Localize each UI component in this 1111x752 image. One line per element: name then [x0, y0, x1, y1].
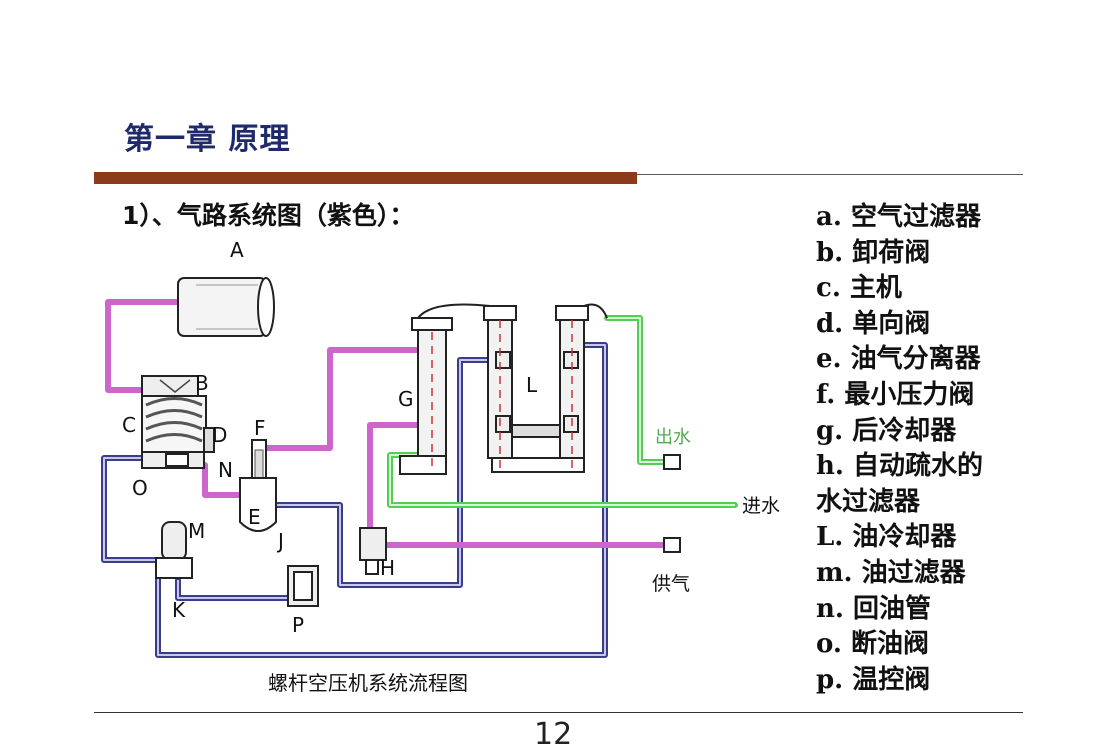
oil-cutoff-valve-component — [141, 451, 205, 469]
legend-item: d. 单向阀 — [816, 308, 931, 339]
air-supply-tap — [663, 537, 681, 553]
label-o: O — [132, 476, 148, 500]
legend-item: h. 自动疏水的 — [816, 451, 984, 482]
label-j: J — [276, 529, 284, 553]
air-filter-component — [177, 277, 275, 337]
label-c: C — [122, 413, 136, 437]
label-a: A — [230, 238, 244, 262]
oil-separator-component — [239, 477, 277, 532]
legend-item: o. 断油阀 — [816, 629, 929, 660]
drain-water-filter-component — [359, 527, 387, 575]
label-d: D — [212, 423, 227, 447]
label-f: F — [254, 416, 266, 440]
page-number: 12 — [534, 717, 573, 752]
chapter-title: 第一章 原理 — [124, 122, 291, 157]
label-k: K — [172, 598, 186, 622]
legend-list: a. 空气过滤器 b. 卸荷阀 c. 主机 d. 单向阀 e. 油气分离器 f.… — [816, 200, 983, 698]
aftercooler-component — [399, 303, 491, 475]
water-in-label: 进水 — [742, 495, 780, 517]
title-divider — [637, 174, 1023, 175]
components — [141, 277, 681, 607]
legend-item: n. 回油管 — [816, 593, 932, 624]
legend-item: a. 空气过滤器 — [816, 202, 981, 232]
oil-filter-component — [155, 521, 193, 579]
label-b: B — [195, 371, 209, 395]
oil-cooler-component — [483, 303, 608, 473]
legend-item: f. 最小压力阀 — [816, 379, 975, 410]
oil-lines-inner — [103, 344, 606, 656]
label-n: N — [218, 458, 233, 482]
legend-item: p. 温控阀 — [816, 664, 931, 695]
main-compressor-component — [141, 395, 207, 453]
section-heading: 1）、气路系统图（紫色）： — [122, 201, 415, 230]
label-m: M — [188, 519, 205, 543]
footer-divider — [94, 712, 1023, 713]
legend-item: 水过滤器 — [816, 486, 921, 517]
legend-item: c. 主机 — [816, 273, 902, 304]
air-lines — [105, 299, 668, 548]
check-valve-component — [203, 427, 215, 453]
legend-item: b. 卸荷阀 — [816, 237, 931, 268]
legend-item: L. 油冷却器 — [816, 522, 957, 553]
title-accent-bar — [94, 172, 637, 184]
label-e: E — [248, 505, 261, 529]
legend-item: e. 油气分离器 — [816, 344, 981, 375]
water-outlet-tap — [663, 454, 681, 470]
label-p: P — [292, 613, 304, 637]
diagram-caption: 螺杆空压机系统流程图 — [268, 671, 468, 695]
label-h: H — [380, 556, 395, 580]
thermostatic-valve-component — [287, 565, 319, 607]
legend-item: m. 油过滤器 — [816, 557, 966, 588]
legend-item: g. 后冷却器 — [816, 415, 957, 446]
label-g: G — [398, 387, 414, 411]
water-out-label: 出水 — [655, 427, 691, 448]
unloader-valve-component — [141, 375, 199, 397]
air-supply-label: 供气 — [652, 573, 690, 595]
label-l: L — [526, 373, 538, 397]
